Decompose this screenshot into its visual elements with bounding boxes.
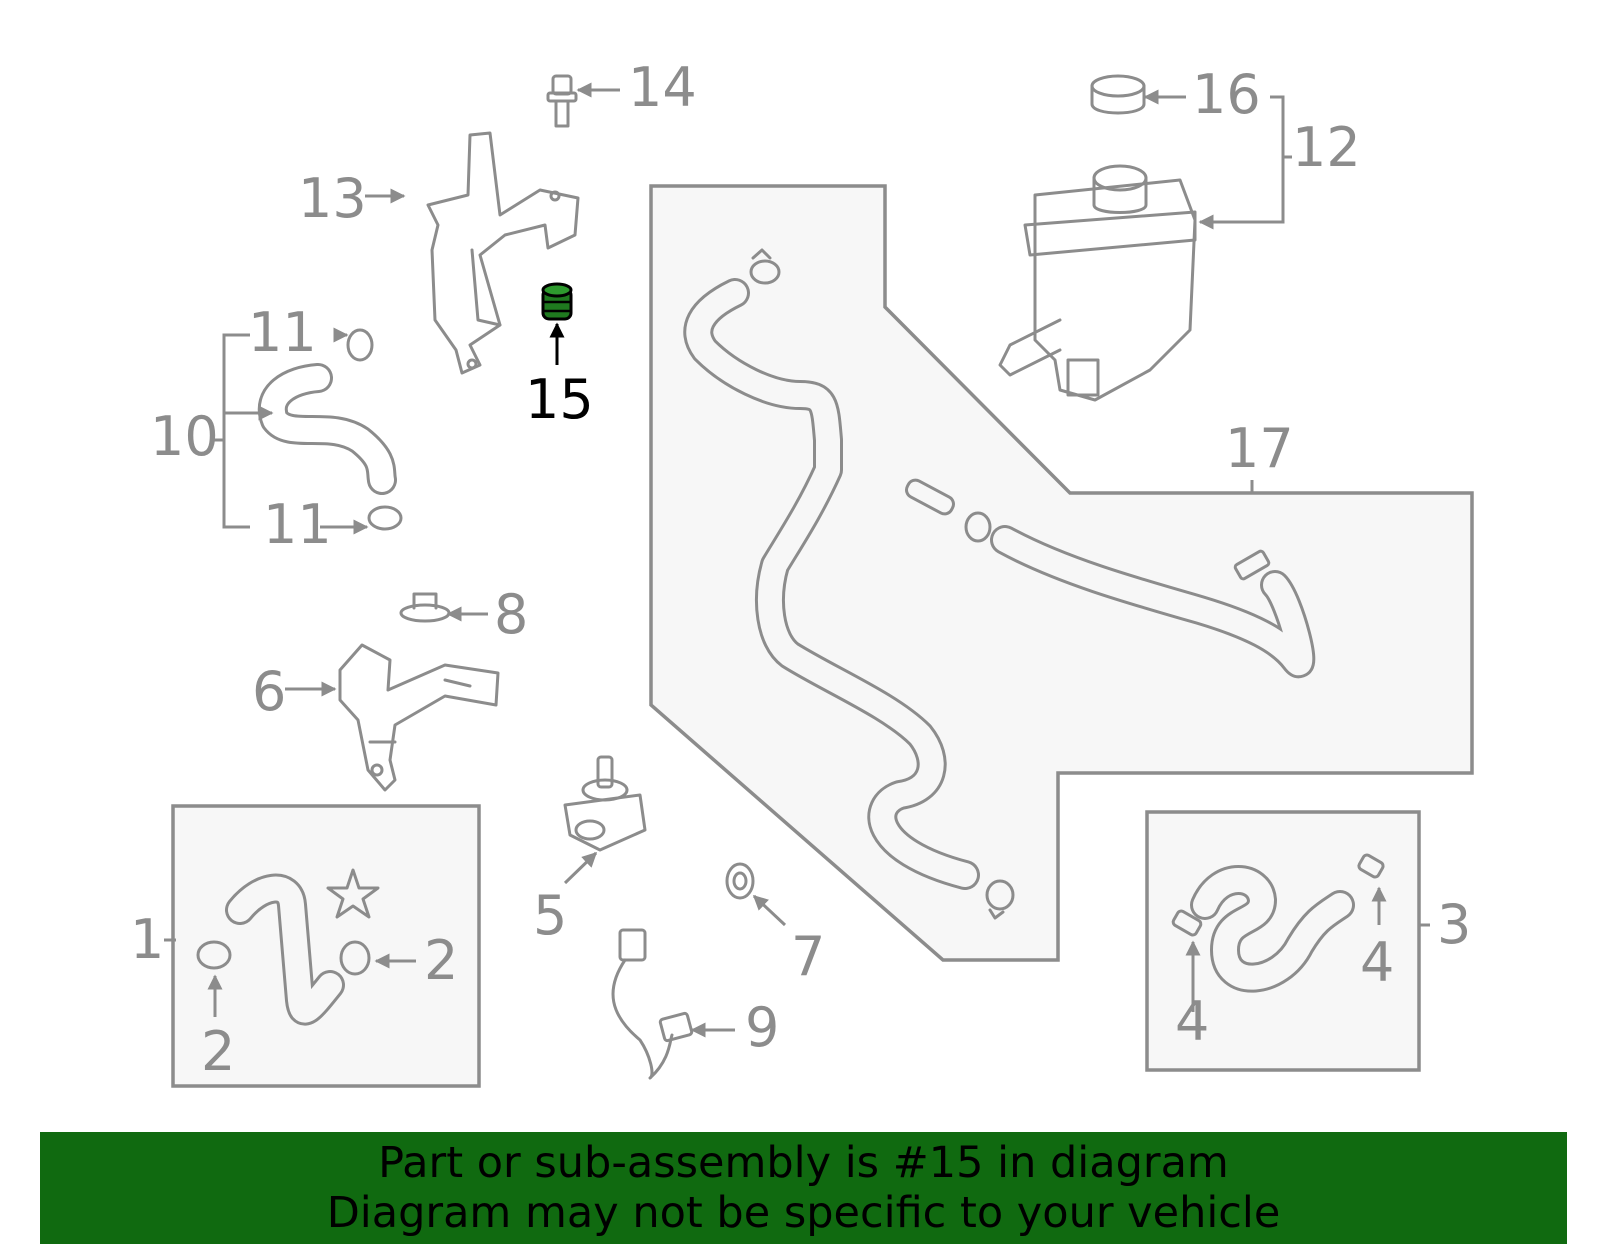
connector-17-end	[1233, 549, 1271, 581]
part-7-nut	[725, 862, 755, 900]
label-3: 3	[1437, 893, 1471, 956]
clamp-11b	[367, 505, 403, 531]
banner-line-2: Diagram may not be specific to your vehi…	[326, 1188, 1281, 1238]
hose-1	[225, 873, 345, 1026]
clamp-2a	[196, 940, 232, 970]
clamp-2b	[339, 940, 371, 976]
part-6-bracket	[338, 643, 500, 792]
label-1: 1	[130, 908, 164, 971]
part-10-hose	[257, 363, 397, 495]
label-17: 17	[1225, 417, 1294, 480]
part-8-nut	[399, 592, 451, 623]
banner-line-1: Part or sub-assembly is #15 in diagram	[378, 1138, 1229, 1188]
hose-secondary	[990, 525, 1316, 679]
part-13-bracket	[426, 131, 580, 375]
label-15: 15	[525, 368, 594, 431]
clamp-17-top	[749, 248, 781, 285]
label-5: 5	[533, 884, 567, 947]
star-icon	[326, 868, 380, 919]
part-12-reservoir	[998, 164, 1197, 402]
label-6: 6	[252, 660, 286, 723]
label-10: 10	[150, 405, 219, 468]
label-11-top: 11	[248, 301, 317, 364]
part-14-bolt	[546, 74, 578, 128]
clamp-17-mid	[964, 511, 992, 543]
clamp-17-bottom	[985, 879, 1015, 920]
label-13: 13	[298, 167, 367, 230]
label-14: 14	[628, 56, 697, 119]
part-15-grommet	[541, 282, 573, 321]
part-5-pump	[563, 755, 647, 852]
label-11-bottom: 11	[263, 493, 332, 556]
clamp-11a	[346, 328, 374, 362]
leaders	[164, 82, 1430, 1038]
part-16-cap	[1090, 74, 1146, 115]
label-2-right: 2	[424, 929, 458, 992]
clamp-4a	[1171, 909, 1203, 937]
part-9-harness	[611, 928, 694, 1080]
label-8: 8	[494, 583, 528, 646]
hose-main	[683, 278, 980, 890]
hose-3	[1190, 865, 1355, 993]
label-7: 7	[791, 925, 825, 988]
label-16: 16	[1192, 63, 1261, 126]
label-4-right: 4	[1360, 931, 1394, 994]
info-banner: Part or sub-assembly is #15 in diagram D…	[40, 1132, 1567, 1244]
clamp-4b	[1357, 853, 1385, 879]
label-2-bottom: 2	[201, 1020, 235, 1083]
label-4-left: 4	[1175, 990, 1209, 1053]
connector-17-pipe	[905, 478, 955, 516]
label-9: 9	[745, 996, 779, 1059]
label-12: 12	[1292, 116, 1361, 179]
